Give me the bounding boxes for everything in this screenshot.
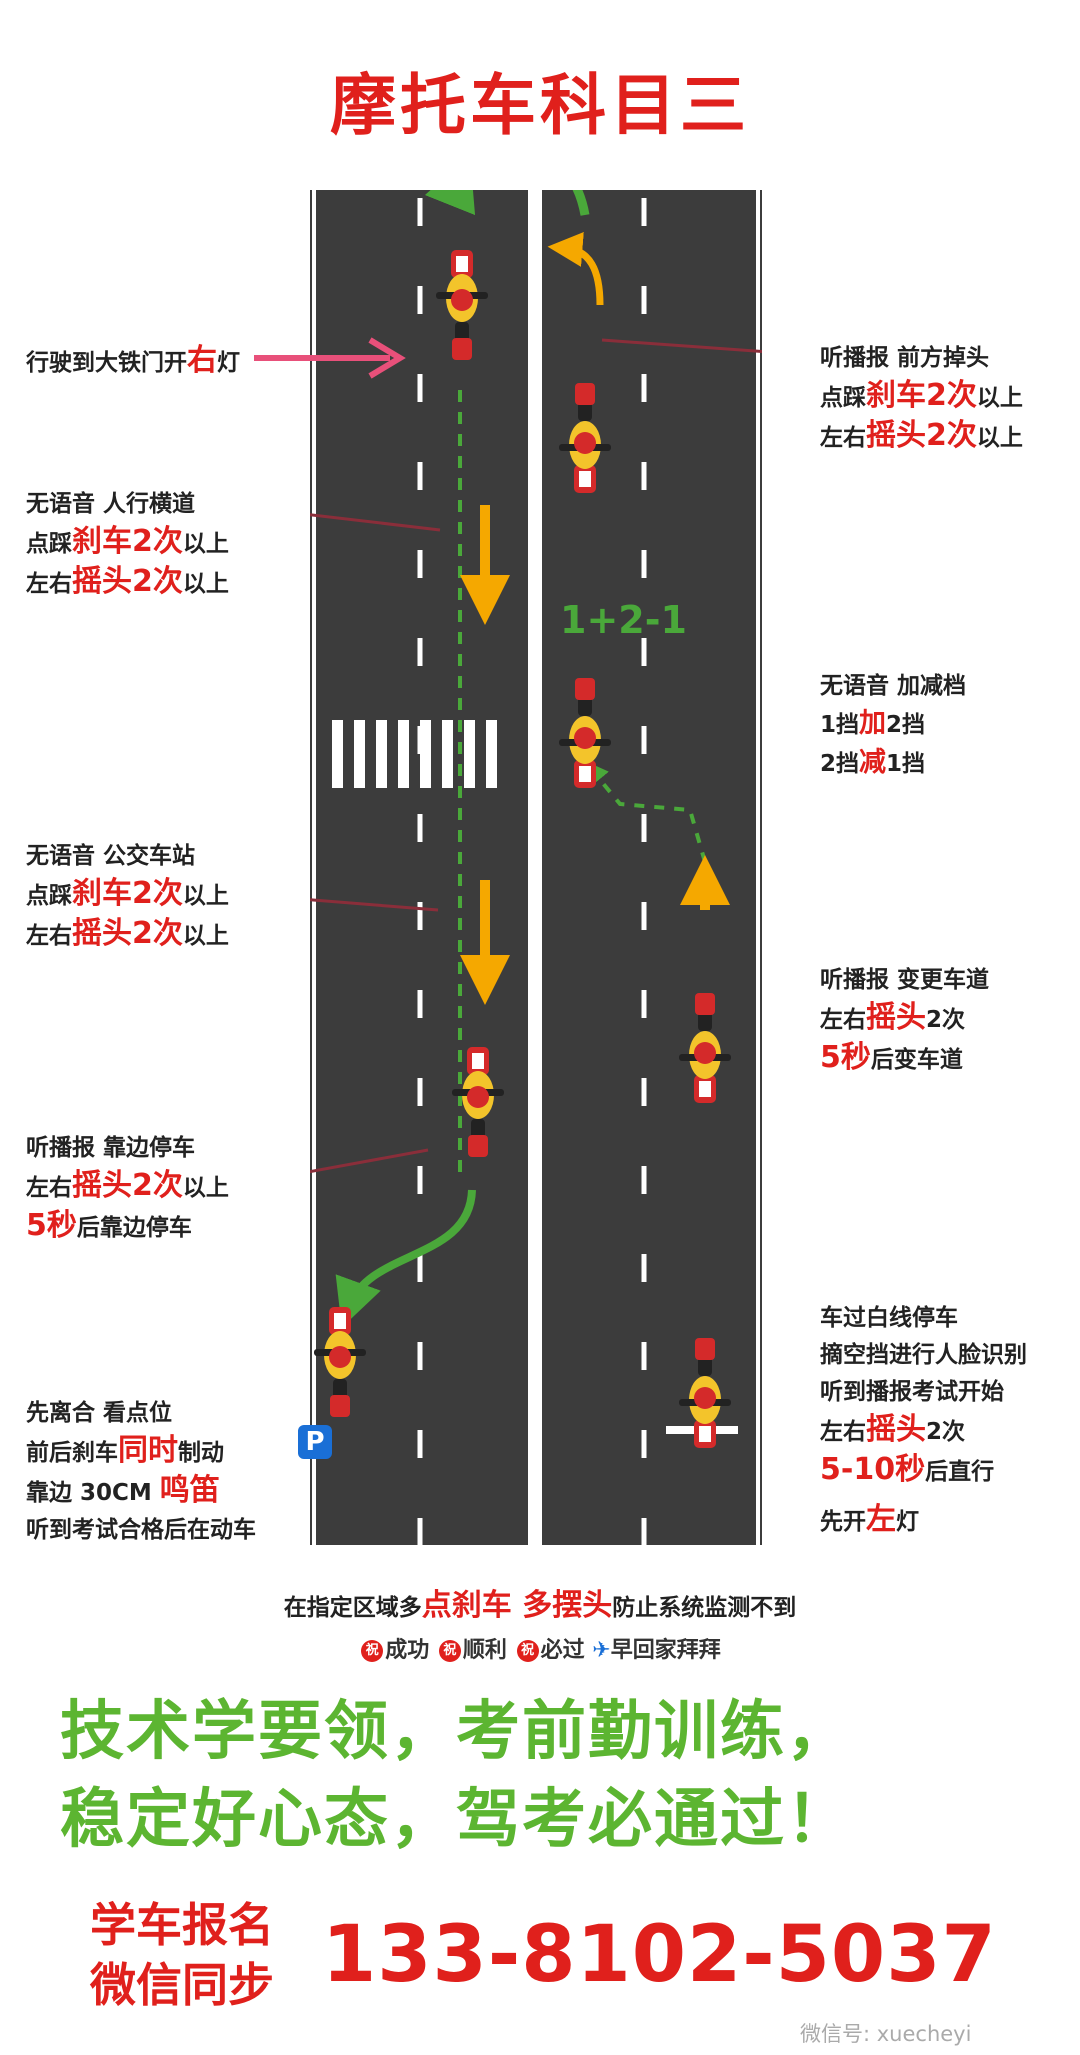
- parking-sign-icon: P: [298, 1425, 332, 1459]
- gear-label: 1+2-1: [560, 598, 687, 642]
- plane-icon: ✈: [592, 1638, 611, 1663]
- wechat-watermark: 微信号: xuecheyi: [800, 2022, 972, 2046]
- note-lane-change: 听播报 变更车道 左右摇头2次 5秒后变车道: [820, 967, 990, 1075]
- note-gate: 行驶到大铁门开右灯: [26, 343, 240, 378]
- park-arrow: [335, 1189, 476, 1328]
- yellow-curve-arrow: [547, 231, 604, 306]
- gate-pointer-arrow: [254, 337, 406, 379]
- note-pull-over: 听播报 靠边停车 左右摇头2次以上 5秒后靠边停车: [26, 1135, 229, 1243]
- pointer-line: [310, 1148, 429, 1174]
- note-start: 先离合 看点位 前后刹车同时制动 靠边 30CM 鸣笛 听到考试合格后在动车: [26, 1400, 256, 1543]
- note-uturn: 听播报 前方掉头 点踩刹车2次以上 左右摇头2次以上: [820, 345, 1023, 453]
- center-line: [528, 190, 542, 1545]
- note-bus-stop: 无语音 公交车站 点踩刹车2次以上 左右摇头2次以上: [26, 843, 229, 951]
- note-exam-start: 车过白线停车 摘空挡进行人脸识别 听到播报考试开始 左右摇头2次 5-10秒后直…: [820, 1305, 1027, 1537]
- lane-change-arrow: [584, 760, 707, 863]
- wish-icon: 祝: [438, 1640, 461, 1662]
- slogan-line-2: 稳定好心态，驾考必通过！: [60, 1783, 852, 1857]
- crosswalk: [332, 720, 497, 788]
- pointer-line: [310, 898, 439, 912]
- wish-icon: 祝: [516, 1640, 539, 1662]
- promo-text: 学车报名 微信同步: [90, 1898, 274, 2012]
- pointer-line: [310, 513, 441, 532]
- road-diagram: [310, 190, 762, 1545]
- wishes-line: 祝成功 祝顺利 祝必过 ✈早回家拜拜: [0, 1632, 1080, 1664]
- page-title: 摩托车科目三: [330, 67, 750, 144]
- note-crosswalk: 无语音 人行横道 点踩刹车2次以上 左右摇头2次以上: [26, 491, 229, 599]
- wish-icon: 祝: [361, 1640, 384, 1662]
- bottom-note: 在指定区域多点刹车 多摆头防止系统监测不到: [283, 1588, 797, 1623]
- slogan: 技术学要领，考前勤训练， 稳定好心态，驾考必通过！: [60, 1688, 1050, 1864]
- note-gear-shift: 无语音 加减档 1挡加2挡 2挡减1挡: [820, 673, 967, 778]
- phone-number[interactable]: 133-8102-5037: [322, 1910, 997, 2000]
- slogan-line-1: 技术学要领，考前勤训练，: [60, 1695, 852, 1769]
- pointer-line: [601, 338, 762, 354]
